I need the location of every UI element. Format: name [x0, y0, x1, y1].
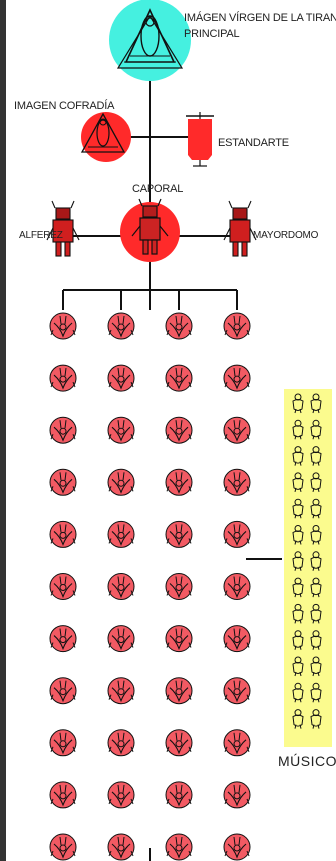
musician-icon — [292, 577, 304, 598]
musician-icon — [292, 498, 304, 519]
dancer-grid — [49, 312, 251, 861]
diablo-dancer-mask-icon — [49, 312, 77, 340]
diablo-dancer-mask-icon — [107, 833, 135, 861]
musicians-panel — [284, 389, 332, 747]
diablo-dancer-mask-icon — [49, 468, 77, 496]
virgin-image-icon — [109, 0, 191, 81]
musician-icon — [310, 525, 322, 545]
musician-grid — [292, 393, 322, 729]
cofradia-label: IMAGEN COFRADÍA — [14, 100, 115, 112]
diablo-dancer-mask-icon — [223, 312, 251, 340]
diablo-dancer-mask-icon — [49, 833, 77, 861]
musician-icon — [292, 551, 304, 571]
diablo-dancer-mask-icon — [49, 573, 77, 600]
diablo-dancer-mask-icon — [165, 781, 193, 809]
diablo-dancer-mask-icon — [107, 677, 135, 705]
diablo-dancer-mask-icon — [107, 625, 135, 653]
musician-icon — [310, 656, 322, 677]
musician-icon — [292, 682, 304, 703]
diablo-dancer-mask-icon — [107, 312, 135, 340]
estandarte-icon — [186, 112, 214, 167]
diablo-dancer-mask-icon — [165, 677, 193, 705]
diablo-dancer-mask-icon — [107, 416, 135, 444]
cofradia-image-icon — [80, 112, 131, 162]
diablo-dancer-mask-icon — [223, 833, 251, 861]
diablo-dancer-mask-icon — [49, 781, 77, 809]
mayordomo-label: MAYORDOMO — [253, 230, 319, 241]
musician-icon — [292, 656, 304, 677]
diablo-dancer-mask-icon — [223, 781, 251, 809]
musician-icon — [310, 630, 322, 650]
musician-icon — [310, 498, 322, 519]
diablo-dancer-mask-icon — [165, 364, 193, 392]
diablo-dancer-mask-icon — [49, 520, 77, 548]
musician-icon — [292, 446, 304, 466]
musician-icon — [310, 709, 322, 729]
diablo-dancer-mask-icon — [107, 573, 135, 600]
diablo-dancer-mask-icon — [49, 677, 77, 705]
mayordomo-icon — [223, 200, 257, 257]
musician-icon — [310, 446, 322, 466]
alferez-label: ALFEREZ — [19, 230, 63, 241]
musician-icon — [310, 682, 322, 703]
diablo-dancer-mask-icon — [49, 729, 77, 757]
caporal-icon — [120, 198, 180, 262]
diablo-dancer-mask-icon — [49, 625, 77, 653]
musician-icon — [310, 551, 322, 571]
diablo-dancer-mask-icon — [223, 729, 251, 757]
diablo-dancer-mask-icon — [49, 416, 77, 444]
musician-icon — [310, 603, 322, 624]
musician-icon — [292, 630, 304, 650]
diablo-dancer-mask-icon — [165, 573, 193, 600]
diablo-dancer-mask-icon — [107, 781, 135, 809]
diablo-dancer-mask-icon — [165, 312, 193, 340]
diablo-dancer-mask-icon — [107, 364, 135, 392]
diablo-dancer-mask-icon — [165, 625, 193, 653]
musicos-label: MÚSICOS — [278, 753, 336, 769]
alferez-icon — [46, 200, 80, 257]
left-edge-bar — [0, 0, 6, 861]
caporal-label: CAPORAL — [132, 183, 184, 195]
musician-icon — [292, 472, 304, 493]
musician-icon — [310, 472, 322, 493]
diablo-dancer-mask-icon — [223, 468, 251, 496]
diablo-dancer-mask-icon — [107, 729, 135, 757]
musician-icon — [292, 709, 304, 729]
diablo-dancer-mask-icon — [223, 625, 251, 653]
musician-icon — [310, 393, 322, 414]
diablo-dancer-mask-icon — [165, 833, 193, 861]
diablo-dancer-mask-icon — [223, 364, 251, 392]
diablo-dancer-mask-icon — [223, 520, 251, 548]
diablo-dancer-mask-icon — [165, 520, 193, 548]
diablo-dancer-mask-icon — [223, 573, 251, 600]
diablo-dancer-mask-icon — [165, 729, 193, 757]
diablo-dancer-mask-icon — [107, 520, 135, 548]
musician-icon — [292, 603, 304, 624]
diablo-dancer-mask-icon — [49, 364, 77, 392]
estandarte-label: ESTANDARTE — [218, 137, 289, 149]
diablo-dancer-mask-icon — [223, 416, 251, 444]
diablo-dancer-mask-icon — [223, 677, 251, 705]
musician-icon — [292, 393, 304, 414]
musician-icon — [310, 577, 322, 598]
virgin-label-line1: IMÁGEN VÍRGEN DE LA TIRANA — [184, 12, 336, 24]
musician-icon — [310, 419, 322, 440]
virgin-label-line2: PRINCIPAL — [184, 28, 240, 40]
diablo-dancer-mask-icon — [107, 468, 135, 496]
musician-icon — [292, 525, 304, 545]
musician-icon — [292, 419, 304, 440]
diablo-dancer-mask-icon — [165, 468, 193, 496]
diablo-dancer-mask-icon — [165, 416, 193, 444]
